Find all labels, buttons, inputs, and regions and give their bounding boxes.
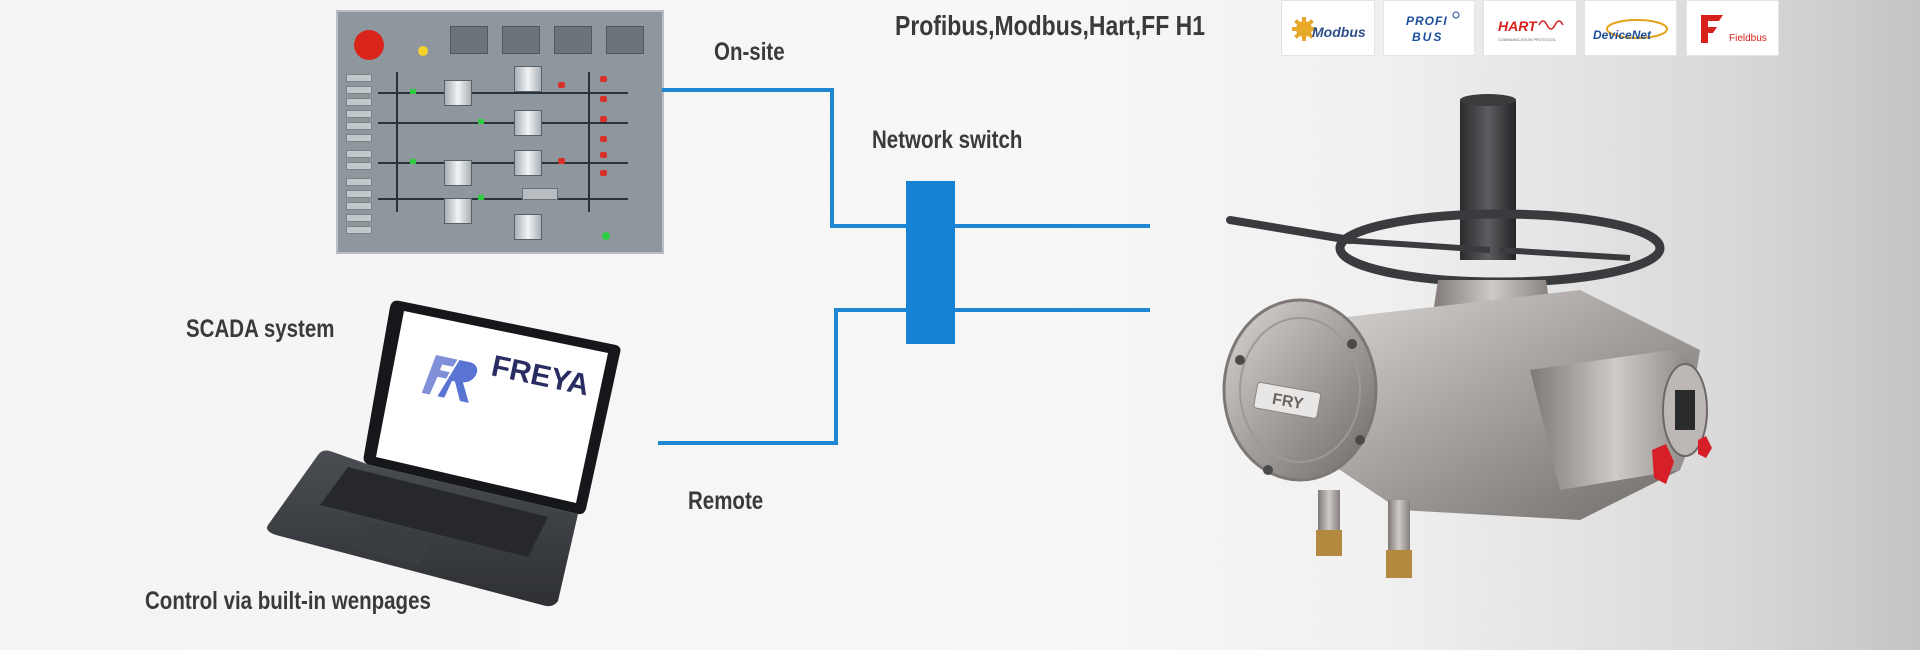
devicenet-logo-text: DeviceNet bbox=[1593, 28, 1652, 42]
tank-icon bbox=[514, 214, 542, 240]
tank-icon bbox=[514, 110, 542, 136]
valve-open-icon bbox=[478, 119, 484, 124]
freya-logo-icon bbox=[421, 355, 478, 403]
valve-closed-icon bbox=[600, 152, 607, 158]
tank-icon bbox=[444, 198, 472, 224]
valve-open-icon bbox=[602, 232, 610, 240]
profibus-logo-text-1: PROFI bbox=[1406, 14, 1448, 28]
devicenet-orbit-icon bbox=[1606, 19, 1668, 39]
tank-icon bbox=[444, 160, 472, 186]
hart-logo-text: HART bbox=[1498, 18, 1538, 34]
pipe-line bbox=[378, 162, 628, 164]
laptop-screen bbox=[376, 311, 608, 503]
valve-closed-icon bbox=[600, 96, 607, 102]
scada-header-panel bbox=[606, 26, 644, 54]
pipe-line bbox=[378, 122, 628, 124]
hart-logo-subtext: COMMUNICATION PROTOCOL bbox=[1498, 37, 1557, 42]
remote-label: Remote bbox=[688, 487, 764, 515]
tank-icon bbox=[444, 80, 472, 106]
handwheel-handle bbox=[1226, 216, 1354, 244]
fieldbus-logo: Fieldbus bbox=[1686, 0, 1779, 56]
profibus-logo-text-2: BUS bbox=[1412, 30, 1443, 44]
profibus-logo: PROFI BUS bbox=[1383, 0, 1475, 56]
scada-header-panel bbox=[502, 26, 540, 54]
fieldbus-logo-text: Fieldbus bbox=[1729, 33, 1767, 44]
pipe-line bbox=[378, 92, 628, 94]
scada-side-button bbox=[346, 190, 372, 198]
cable-gland bbox=[1316, 530, 1342, 556]
modbus-logo-text: Modbus bbox=[1312, 24, 1366, 40]
valve-open-icon bbox=[410, 89, 416, 94]
pipe-line bbox=[588, 72, 590, 212]
pipe-line bbox=[396, 72, 398, 212]
tank-icon bbox=[514, 150, 542, 176]
scada-side-button bbox=[346, 178, 372, 186]
valve-closed-icon bbox=[558, 158, 565, 164]
on-site-network-line bbox=[662, 88, 1150, 228]
scada-side-button bbox=[346, 214, 372, 222]
remote-network-line bbox=[658, 308, 1150, 445]
scada-side-button bbox=[346, 122, 372, 130]
emergency-stop-icon bbox=[354, 30, 384, 60]
local-remote-selector-icon bbox=[1652, 444, 1674, 484]
scada-side-button bbox=[346, 226, 372, 234]
scada-side-button bbox=[346, 150, 372, 158]
valve-closed-icon bbox=[600, 170, 607, 176]
laptop-keyboard bbox=[320, 467, 548, 557]
valve-open-icon bbox=[478, 195, 484, 200]
valve-closed-icon bbox=[600, 76, 607, 82]
pipe-line bbox=[378, 198, 628, 200]
status-box bbox=[522, 188, 558, 200]
hart-wave-icon bbox=[1538, 20, 1564, 30]
laptop-touchpad bbox=[350, 521, 434, 565]
scada-side-button bbox=[346, 134, 372, 142]
indicator-lamp-icon bbox=[418, 46, 428, 56]
scada-side-button bbox=[346, 110, 372, 118]
modbus-logo: Modbus bbox=[1281, 0, 1375, 56]
scada-side-button bbox=[346, 86, 372, 94]
modbus-gear-icon bbox=[1292, 17, 1316, 41]
network-switch-label: Network switch bbox=[872, 126, 1023, 154]
valve-closed-icon bbox=[558, 82, 565, 88]
tank-icon bbox=[514, 66, 542, 92]
devicenet-logo: DeviceNet bbox=[1584, 0, 1677, 56]
control-webpages-label: Control via built-in wenpages bbox=[145, 587, 431, 615]
valve-open-icon bbox=[410, 159, 416, 164]
scada-side-button bbox=[346, 162, 372, 170]
cable-gland bbox=[1386, 550, 1412, 578]
scada-screen-image bbox=[336, 10, 664, 254]
scada-side-button bbox=[346, 202, 372, 210]
scada-side-button bbox=[346, 98, 372, 106]
laptop-image: FREYA bbox=[267, 300, 621, 607]
network-switch-block bbox=[906, 181, 955, 344]
valve-closed-icon bbox=[600, 136, 607, 142]
fieldbus-f-icon bbox=[1701, 15, 1723, 43]
scada-side-button bbox=[346, 74, 372, 82]
nameplate-text: FRY bbox=[1271, 391, 1305, 413]
protocols-label: Profibus,Modbus,Hart,FF H1 bbox=[895, 10, 1205, 41]
nameplate: FRY bbox=[1253, 381, 1322, 419]
hart-logo: HART COMMUNICATION PROTOCOL bbox=[1483, 0, 1577, 56]
on-site-label: On-site bbox=[714, 38, 785, 66]
open-close-selector-icon bbox=[1698, 436, 1712, 458]
scada-header-panel bbox=[450, 26, 488, 54]
valve-closed-icon bbox=[600, 116, 607, 122]
electric-actuator-image: FRY bbox=[1222, 94, 1712, 578]
scada-system-label: SCADA system bbox=[186, 315, 335, 343]
scada-header-panel bbox=[554, 26, 592, 54]
actuator-shaft bbox=[1460, 100, 1516, 260]
